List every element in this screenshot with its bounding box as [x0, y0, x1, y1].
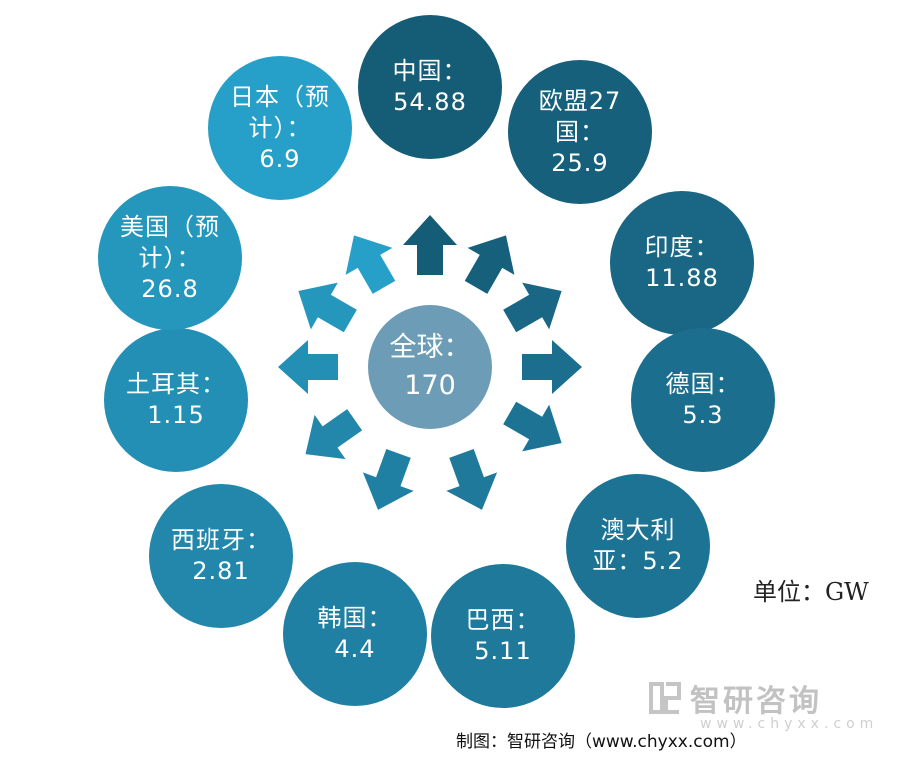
- arrow-japan: [345, 235, 396, 294]
- node-circle-china: [358, 15, 502, 159]
- watermark: 智研咨询: [648, 676, 822, 720]
- watermark-name: 智研咨询: [690, 684, 822, 719]
- node-circle-brazil: [431, 564, 575, 708]
- node-circle-japan: [208, 56, 352, 200]
- unit-label: 单位：GW: [753, 578, 869, 606]
- watermark-url: www.chyxx.com: [700, 716, 879, 732]
- node-label-korea: 韩国： 4.4: [317, 604, 393, 663]
- node-circle-korea: [283, 562, 427, 706]
- node-label-germany: 德国： 5.3: [665, 370, 741, 429]
- node-circle-india: [610, 191, 754, 335]
- node-circle-spain: [149, 484, 293, 628]
- arrow-usa: [298, 282, 357, 333]
- node-label-india: 印度： 11.88: [644, 233, 720, 292]
- arrow-germany: [522, 340, 582, 394]
- node-circle-germany: [631, 328, 775, 472]
- node-circle-usa: [98, 186, 242, 330]
- node-circle-australia: [566, 474, 710, 618]
- node-circle-turkey: [104, 328, 248, 472]
- node-label-usa: 美国（预 计）： 26.8: [120, 212, 220, 303]
- center-hub-label: 全球： 170: [389, 332, 471, 401]
- source-label: 制图：智研咨询（www.chyxx.com）: [456, 732, 747, 752]
- node-label-brazil: 巴西： 5.11: [465, 606, 541, 665]
- node-label-spain: 西班牙： 2.81: [171, 526, 271, 585]
- arrow-australia: [503, 401, 562, 452]
- node-label-turkey: 土耳其： 1.15: [126, 370, 226, 429]
- arrow-turkey: [278, 340, 338, 394]
- arrow-brazil: [446, 449, 498, 510]
- arrow-china: [403, 215, 457, 275]
- node-label-australia: 澳大利 亚：5.2: [592, 516, 684, 575]
- arrow-india: [503, 282, 562, 333]
- node-circle-eu27: [508, 60, 652, 204]
- arrow-eu27: [464, 235, 515, 294]
- arrow-korea: [362, 449, 414, 510]
- arrow-spain: [305, 409, 363, 460]
- center-hub-circle: [368, 305, 492, 429]
- node-label-japan: 日本（预 计）： 6.9: [230, 82, 330, 173]
- node-label-china: 中国： 54.88: [392, 57, 468, 116]
- chyxx-logo-icon: [649, 682, 681, 714]
- node-label-eu27: 欧盟27 国： 25.9: [538, 86, 622, 177]
